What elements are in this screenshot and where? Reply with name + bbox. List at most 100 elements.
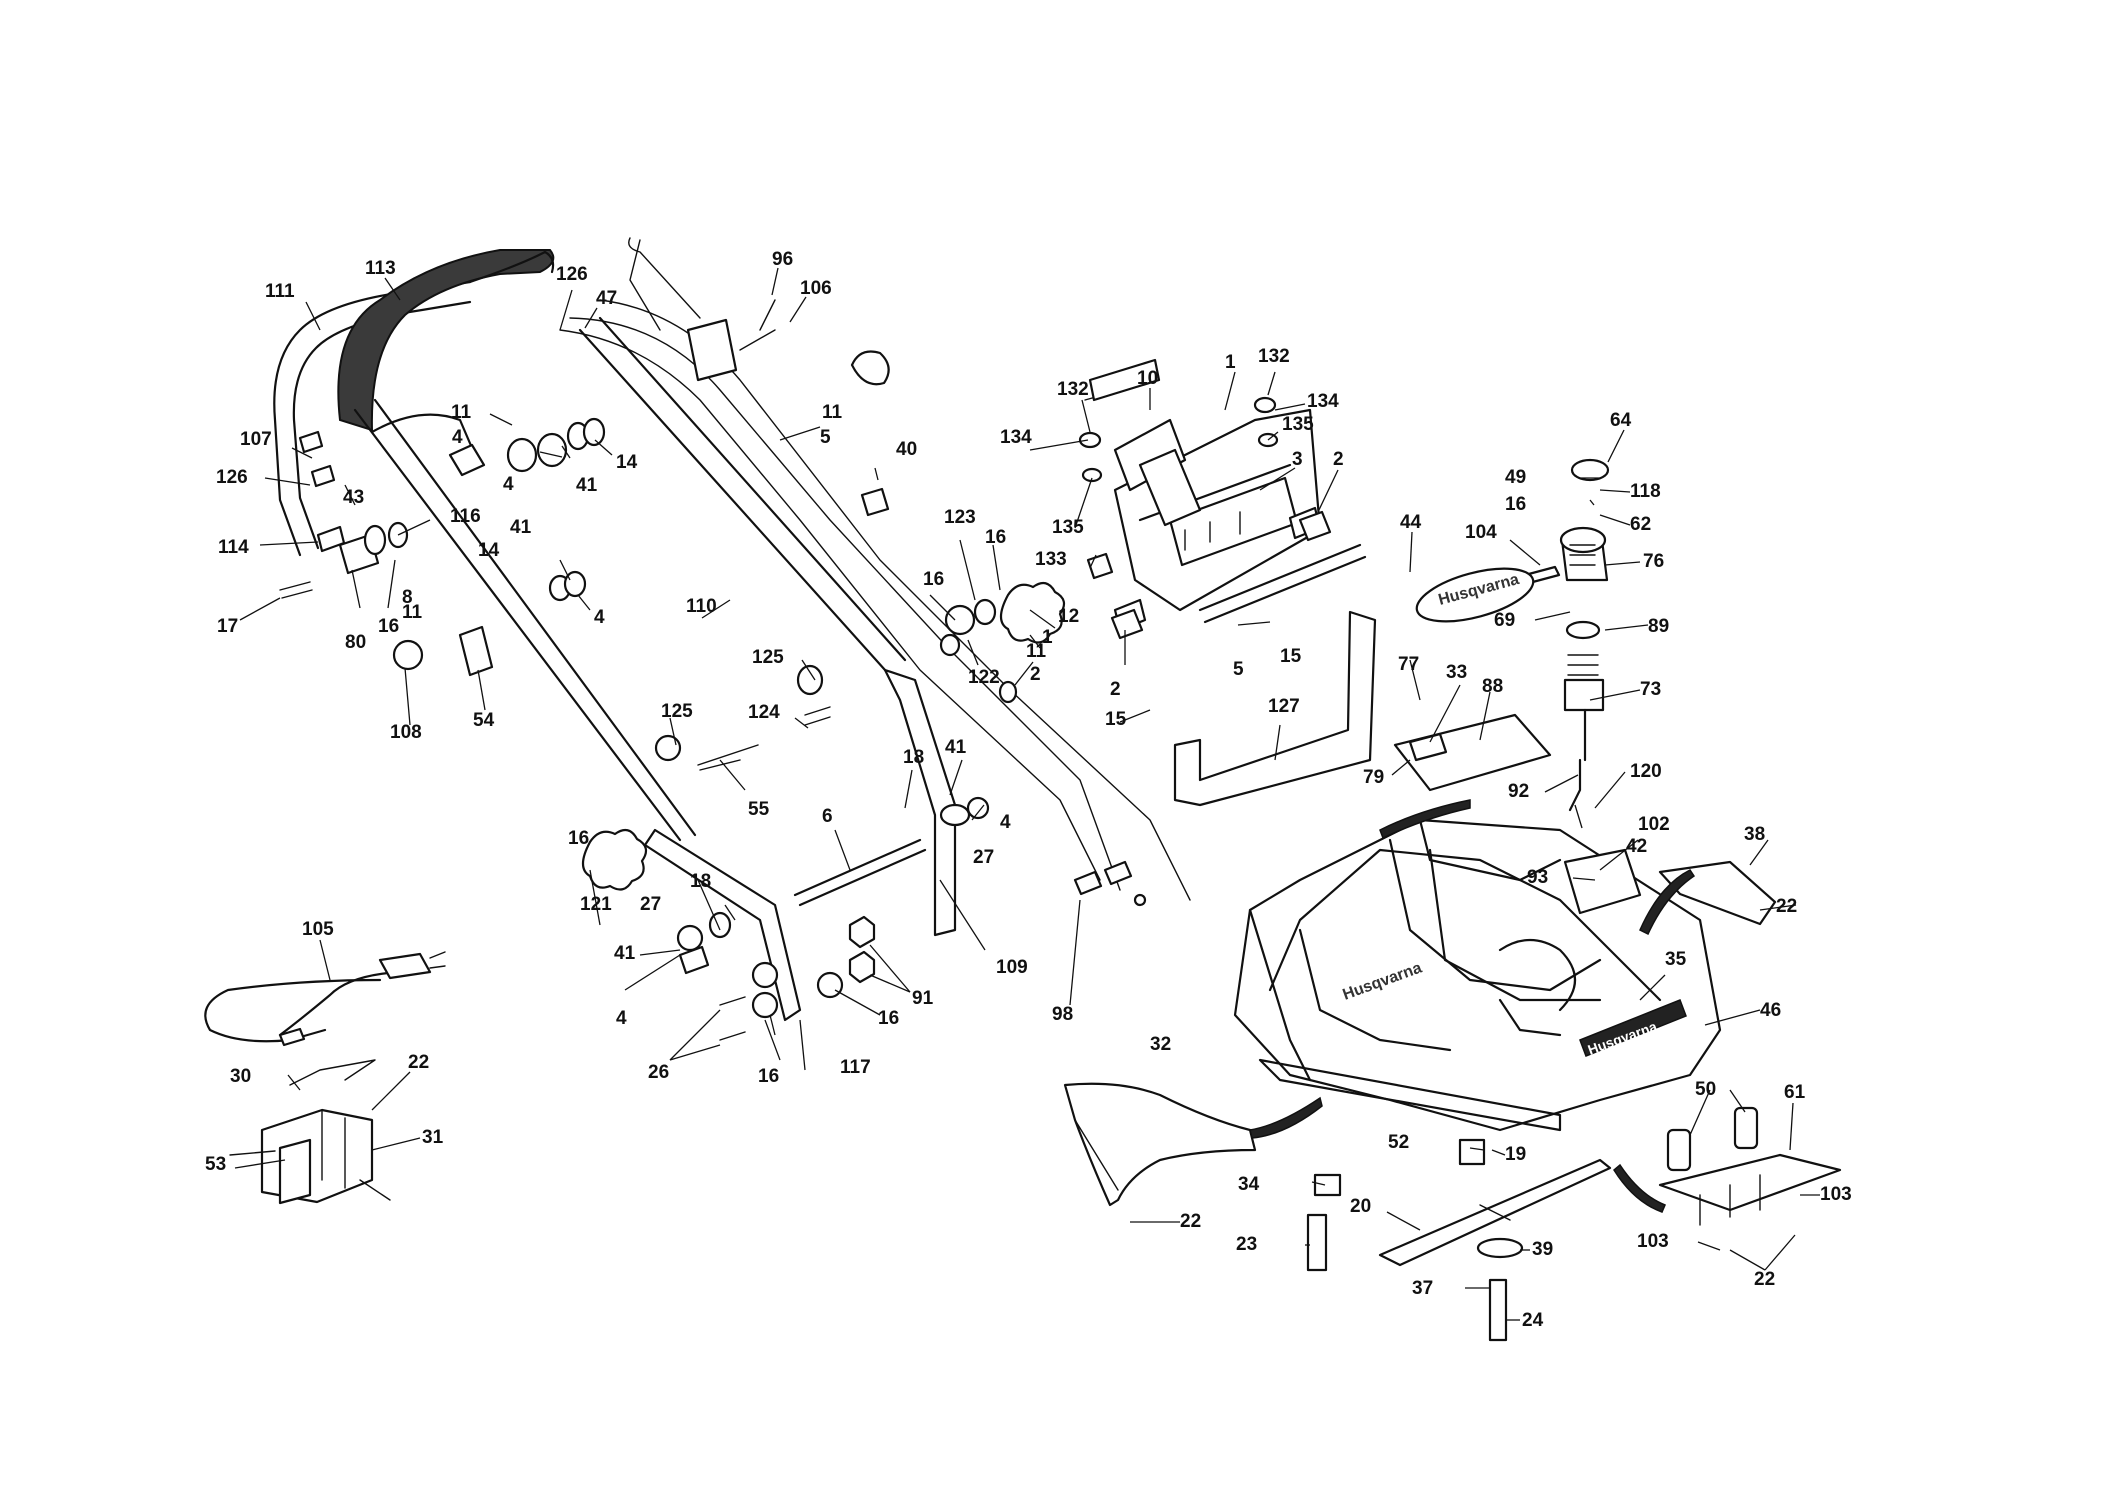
label-15-right: 15	[1280, 646, 1302, 667]
label-16-nuts: 16	[878, 1008, 899, 1029]
label-79: 79	[1363, 767, 1384, 788]
label-54: 54	[473, 710, 495, 731]
label-4-right: 4	[1000, 812, 1011, 833]
label-4-low: 4	[616, 1008, 627, 1029]
label-46: 46	[1760, 1000, 1781, 1021]
label-103-right: 103	[1820, 1184, 1852, 1205]
wiring-harness	[204, 951, 446, 1047]
label-89: 89	[1648, 616, 1669, 637]
label-30: 30	[230, 1066, 251, 1087]
label-40: 40	[896, 439, 917, 460]
label-41-right: 41	[945, 737, 967, 758]
label-4-mid: 4	[594, 607, 605, 628]
label-33: 33	[1446, 662, 1467, 683]
label-15-left: 15	[1105, 709, 1127, 730]
label-4-arm: 4	[452, 427, 463, 448]
label-38: 38	[1744, 824, 1765, 845]
label-11-knob: 11	[1026, 641, 1047, 662]
label-8: 8	[402, 587, 413, 608]
label-23: 23	[1236, 1234, 1257, 1255]
label-31: 31	[422, 1127, 444, 1148]
label-22-flap: 22	[1776, 896, 1797, 917]
label-34: 34	[1238, 1174, 1260, 1195]
label-27-right: 27	[973, 847, 994, 868]
label-16-knob: 16	[568, 828, 589, 849]
label-11-cable: 11	[822, 402, 843, 423]
label-105: 105	[302, 919, 334, 940]
label-110: 110	[686, 596, 717, 617]
label-22-chute: 22	[1180, 1211, 1201, 1232]
label-14-mid: 14	[478, 540, 500, 561]
label-44: 44	[1400, 512, 1422, 533]
label-10: 10	[1137, 368, 1158, 389]
label-135-right: 135	[1282, 414, 1314, 435]
label-16-122: 16	[923, 569, 944, 590]
label-134-left: 134	[1000, 427, 1032, 448]
label-26: 26	[648, 1062, 669, 1083]
label-111: 111	[265, 281, 295, 302]
label-22-bottom: 22	[1754, 1269, 1775, 1290]
label-3: 3	[1292, 449, 1303, 470]
label-104: 104	[1465, 522, 1497, 543]
label-62: 62	[1630, 514, 1651, 535]
label-80: 80	[345, 632, 366, 653]
label-98: 98	[1052, 1004, 1073, 1025]
label-35: 35	[1665, 949, 1687, 970]
label-127: 127	[1268, 696, 1300, 717]
label-134-right: 134	[1307, 391, 1339, 412]
label-108: 108	[390, 722, 422, 743]
label-93: 93	[1527, 867, 1548, 888]
label-132-left: 132	[1057, 379, 1089, 400]
handle-assembly	[273, 237, 1191, 1041]
label-5-rod: 5	[1233, 659, 1244, 680]
label-42: 42	[1626, 836, 1647, 857]
label-2-right: 2	[1333, 449, 1344, 470]
label-1-knob: 1	[1042, 627, 1053, 648]
label-16-left: 16	[378, 616, 399, 637]
label-125-mid: 125	[752, 647, 784, 668]
label-1-cover: 1	[1225, 352, 1236, 373]
decal-88	[1393, 713, 1552, 792]
label-14-top: 14	[616, 452, 638, 473]
label-124: 124	[748, 702, 780, 723]
leader-lines	[234, 267, 1820, 1321]
label-11-arm: 11	[451, 402, 472, 423]
label-107: 107	[240, 429, 272, 450]
wheel-drive-parts	[1519, 458, 1610, 812]
label-117: 117	[840, 1057, 871, 1078]
label-4-spacer: 4	[503, 474, 514, 495]
label-125-low: 125	[661, 701, 693, 722]
label-39: 39	[1532, 1239, 1553, 1260]
label-102: 102	[1638, 814, 1670, 835]
label-118: 118	[1630, 481, 1661, 502]
label-64: 64	[1610, 410, 1632, 431]
label-41-mid: 41	[510, 517, 532, 538]
label-77: 77	[1398, 654, 1419, 675]
label-113: 113	[365, 258, 396, 279]
label-43: 43	[343, 487, 364, 508]
label-49: 49	[1505, 467, 1526, 488]
label-55: 55	[748, 799, 770, 820]
label-116: 116	[450, 506, 481, 527]
label-122: 122	[968, 667, 1000, 688]
label-47: 47	[596, 288, 617, 309]
label-16-123: 16	[985, 527, 1006, 548]
label-6: 6	[822, 806, 833, 827]
label-19: 19	[1505, 1144, 1526, 1165]
label-114: 114	[218, 537, 249, 558]
label-135-left: 135	[1052, 517, 1084, 538]
engine-switch-box	[229, 1059, 391, 1205]
label-123: 123	[944, 507, 976, 528]
label-11-left: 11	[402, 602, 423, 623]
label-69: 69	[1494, 610, 1515, 631]
label-121: 121	[580, 894, 612, 915]
label-24: 24	[1522, 1310, 1544, 1331]
label-41-top: 41	[576, 475, 598, 496]
label-76: 76	[1643, 551, 1664, 572]
label-61: 61	[1784, 1082, 1806, 1103]
label-96: 96	[772, 249, 793, 270]
label-103-left: 103	[1637, 1231, 1669, 1252]
decal-44: Husqvarna	[1415, 567, 1535, 623]
label-133: 133	[1035, 549, 1067, 570]
